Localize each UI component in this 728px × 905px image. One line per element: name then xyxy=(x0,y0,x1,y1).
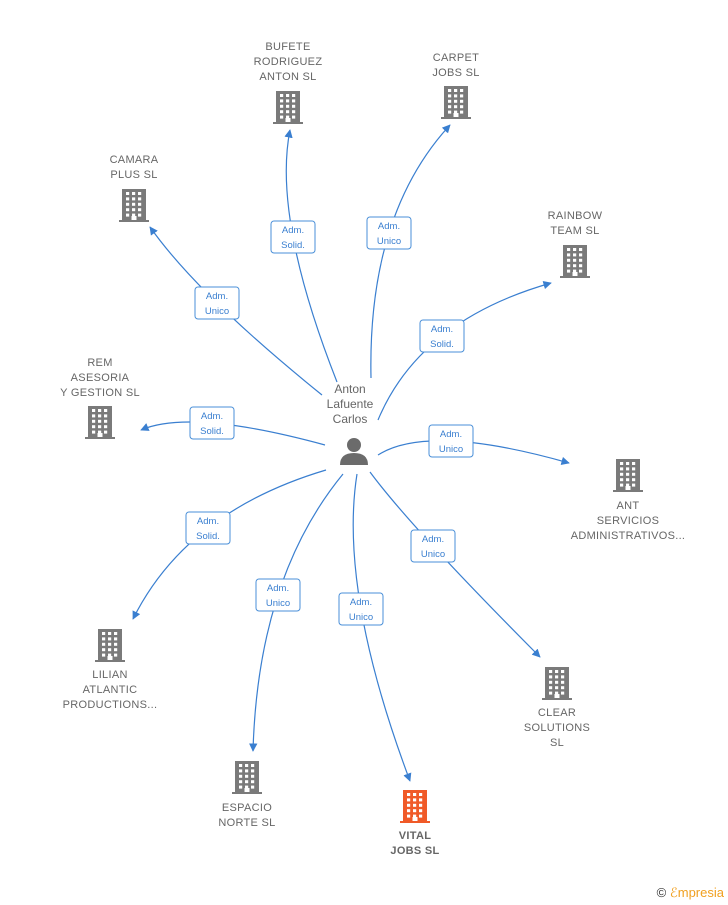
copyright-symbol: © xyxy=(656,885,667,900)
role-text: Solid. xyxy=(200,426,224,437)
building-icon xyxy=(232,761,262,794)
building-icon xyxy=(560,245,590,278)
role-badge-lilian[interactable]: Adm. Solid. xyxy=(185,511,231,545)
role-text: Adm. xyxy=(350,597,372,608)
building-icon xyxy=(273,91,303,124)
role-text: Unico xyxy=(439,444,463,455)
company-name-line: ANT xyxy=(617,500,640,512)
role-text: Adm. xyxy=(378,221,400,232)
company-name-line: SERVICIOS xyxy=(597,515,659,527)
company-name-line: RODRIGUEZ xyxy=(254,56,323,68)
person-name-line: Lafuente xyxy=(327,397,374,411)
role-text: Unico xyxy=(205,306,229,317)
role-badge-ant[interactable]: Adm. Unico xyxy=(428,424,474,458)
building-icon xyxy=(542,667,572,700)
building-icon xyxy=(400,790,430,823)
company-name-line: ESPACIO xyxy=(222,802,272,814)
brand-logo-e-icon: ℰ xyxy=(669,885,678,900)
role-text: Adm. xyxy=(282,225,304,236)
company-node-vital[interactable]: VITAL JOBS SL xyxy=(390,790,439,857)
role-badge-vital[interactable]: Adm. Unico xyxy=(338,592,384,626)
role-text: Unico xyxy=(377,236,401,247)
role-badge-rainbow[interactable]: Adm. Solid. xyxy=(419,319,465,353)
brand-watermark: © ℰmpresia xyxy=(657,885,724,901)
company-name-line: PLUS SL xyxy=(110,169,157,181)
person-icon xyxy=(340,438,368,465)
role-text: Unico xyxy=(266,598,290,609)
company-node-camara[interactable]: CAMARA PLUS SL xyxy=(110,154,159,222)
role-text: Adm. xyxy=(422,534,444,545)
company-node-rem[interactable]: REM ASESORIA Y GESTION SL xyxy=(60,357,140,439)
role-text: Solid. xyxy=(430,339,454,350)
company-node-clear[interactable]: CLEAR SOLUTIONS SL xyxy=(524,667,590,749)
company-node-bufete[interactable]: BUFETE RODRIGUEZ ANTON SL xyxy=(254,41,323,124)
company-name-line: LILIAN xyxy=(92,669,127,681)
company-node-rainbow[interactable]: RAINBOW TEAM SL xyxy=(548,210,603,278)
company-name-line: JOBS SL xyxy=(432,67,479,79)
person-name-line: Carlos xyxy=(333,412,368,426)
company-name-line: JOBS SL xyxy=(390,845,439,857)
building-icon xyxy=(85,406,115,439)
company-node-espacio[interactable]: ESPACIO NORTE SL xyxy=(218,761,275,829)
company-name-line: ADMINISTRATIVOS... xyxy=(571,530,686,542)
role-text: Unico xyxy=(421,549,445,560)
role-text: Adm. xyxy=(201,411,223,422)
role-text: Solid. xyxy=(196,531,220,542)
role-badge-rem[interactable]: Adm. Solid. xyxy=(189,406,235,440)
role-badge-clear[interactable]: Adm. Unico xyxy=(410,529,456,563)
edge-vital xyxy=(352,473,412,782)
company-name-line: CARPET xyxy=(433,52,479,64)
edge-rainbow xyxy=(377,281,552,421)
company-name-line: CLEAR xyxy=(538,707,576,719)
building-icon xyxy=(95,629,125,662)
company-name-line: NORTE SL xyxy=(218,817,275,829)
building-icon xyxy=(119,189,149,222)
role-text: Adm. xyxy=(431,324,453,335)
company-name-line: SOLUTIONS xyxy=(524,722,590,734)
role-badge-espacio[interactable]: Adm. Unico xyxy=(255,578,301,612)
role-text: Solid. xyxy=(281,240,305,251)
role-badge-bufete[interactable]: Adm. Solid. xyxy=(270,220,316,254)
company-name-line: BUFETE xyxy=(265,41,310,53)
company-name-line: ATLANTIC xyxy=(83,684,138,696)
role-text: Adm. xyxy=(197,516,219,527)
company-name-line: ASESORIA xyxy=(71,372,130,384)
company-name-line: PRODUCTIONS... xyxy=(63,699,158,711)
person-name-line: Anton xyxy=(334,382,365,396)
role-text: Adm. xyxy=(206,291,228,302)
company-node-lilian[interactable]: LILIAN ATLANTIC PRODUCTIONS... xyxy=(63,629,158,711)
company-name-line: VITAL xyxy=(399,830,431,842)
role-text: Adm. xyxy=(440,429,462,440)
company-name-line: RAINBOW xyxy=(548,210,603,222)
company-node-carpet[interactable]: CARPET JOBS SL xyxy=(432,52,479,119)
brand-name: mpresia xyxy=(677,885,724,900)
company-name-line: TEAM SL xyxy=(550,225,599,237)
building-icon xyxy=(613,459,643,492)
company-name-line: REM xyxy=(87,357,112,369)
role-badge-carpet[interactable]: Adm. Unico xyxy=(366,216,412,250)
role-text: Unico xyxy=(349,612,373,623)
company-name-line: Y GESTION SL xyxy=(60,387,140,399)
company-name-line: CAMARA xyxy=(110,154,159,166)
edge-clear xyxy=(369,471,541,658)
building-icon xyxy=(441,86,471,119)
role-badge-camara[interactable]: Adm. Unico xyxy=(194,286,240,320)
edge-espacio xyxy=(249,473,344,752)
company-name-line: ANTON SL xyxy=(259,71,316,83)
edge-bufete xyxy=(284,129,338,383)
company-node-ant[interactable]: ANT SERVICIOS ADMINISTRATIVOS... xyxy=(571,459,686,542)
role-text: Adm. xyxy=(267,583,289,594)
company-name-line: SL xyxy=(550,737,564,749)
